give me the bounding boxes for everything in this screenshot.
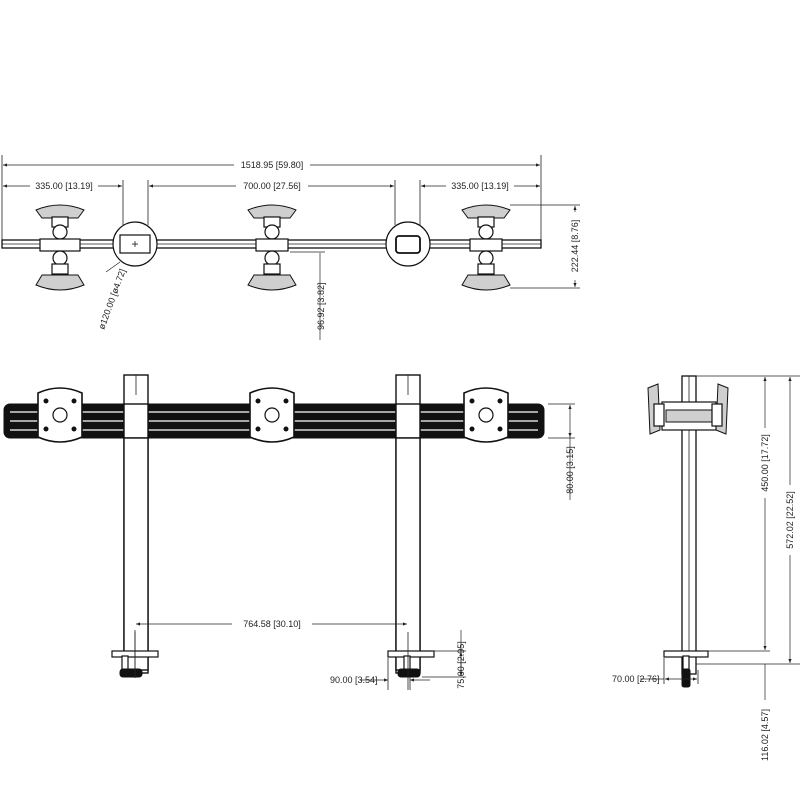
clamp-height-label: 75.00 [2.95] [456,641,466,689]
side-clamp-knob [681,668,691,688]
vesa-plate-center [249,387,295,443]
right-offset-label: 335.00 [13.19] [451,181,509,191]
post-diameter-label: ø120.00 [ø4.72] [96,268,127,331]
lower-height-label: 116.02 [4.57] [760,709,770,761]
arm-depth-label: 96.92 [3.82] [316,282,326,330]
mount-head-right [461,204,511,291]
top-height-label: 222.44 [8.76] [570,220,580,273]
left-offset-label: 335.00 [13.19] [35,181,93,191]
right-clamp-knob [397,668,421,678]
mount-head-center [247,204,297,291]
upper-height-label: 450.00 [17.72] [760,434,770,492]
post-spacing-label: 764.58 [30.10] [243,619,301,629]
bar-height-label: 80.00 [3.15] [565,446,575,494]
top-view: 1518.95 [59.80] 335.00 [13.19] 700.00 [2… [1,155,581,340]
base-width-label: 70.00 [2.76] [612,674,660,684]
clamp-depth-label: 90.00 [3.54] [330,675,378,685]
mount-head-left [35,204,85,291]
vesa-plate-left [37,387,83,443]
side-view: 572.02 [22.52] 450.00 [17.72] 116.02 [4.… [612,375,800,761]
center-span-label: 700.00 [27.56] [243,181,301,191]
total-height-label: 572.02 [22.52] [785,491,795,549]
left-clamp-knob [119,668,143,678]
svg-text:+: + [131,237,138,251]
front-view: 80.00 [3.15] 75.00 [2.95] 90.00 [3.54] 7… [3,374,575,690]
overall-width-label: 1518.95 [59.80] [241,160,304,170]
vesa-plate-right [463,387,509,443]
